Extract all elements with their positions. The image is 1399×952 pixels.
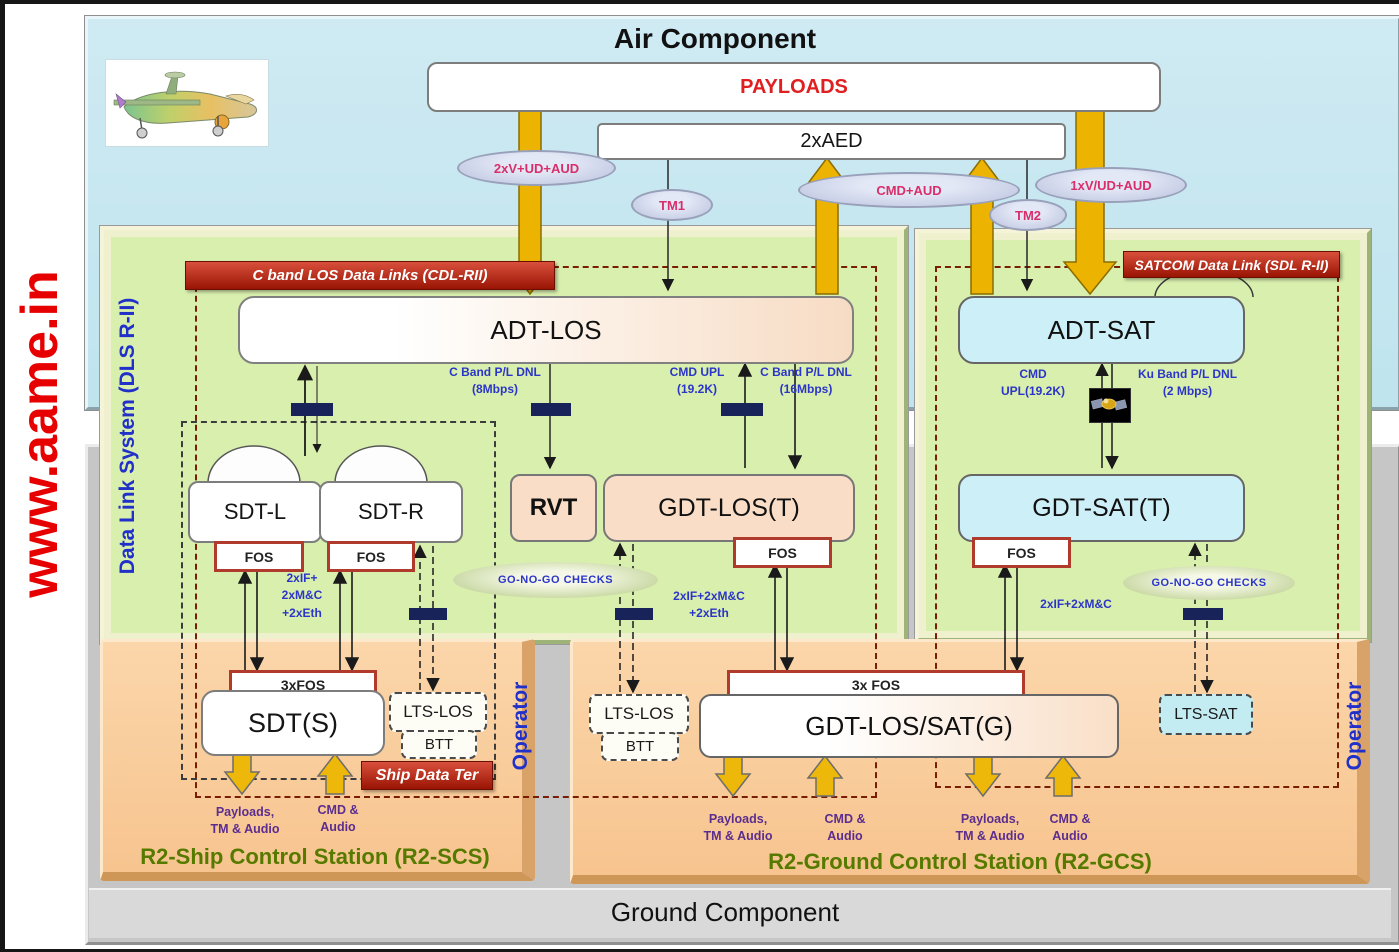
gcs-btt-box: BTT [601, 732, 679, 761]
gdt-sat-fos: FOS [972, 537, 1071, 568]
scs-btt-box: BTT [401, 730, 477, 759]
payloads-box: PAYLOADS [427, 62, 1161, 112]
video-downlink-bubble: 2xV+UD+AUD [457, 150, 616, 186]
sdt-r-box: SDT-R [319, 481, 463, 543]
sdt-l-fos: FOS [214, 541, 304, 572]
sdt-s-box: SDT(S) [201, 690, 385, 756]
cband-dnl16-label: C Band P/L DNL (16Mbps) [760, 365, 852, 397]
if-gdt-label: 2xIF+2xM&C +2xEth [673, 589, 745, 621]
gcs-cmd-audio-label-2: CMD & Audio [1049, 811, 1091, 844]
gcs-payloads-label-2: Payloads, TM & Audio [955, 811, 1025, 844]
if-ship-label: 2xIF+ 2xM&C +2xEth [281, 571, 323, 620]
gcs-lts-los-box: LTS-LOS [589, 694, 689, 734]
air-component-title: Air Component [613, 23, 817, 54]
r2-gcs-title: R2-Ground Control Station (R2-GCS) [768, 849, 1152, 874]
cmd-aud-bubble: CMD+AUD [798, 172, 1020, 208]
adt-sat-box: ADT-SAT [958, 296, 1245, 364]
scs-cmd-audio-label: CMD & Audio [317, 802, 359, 835]
gcs-payloads-label-1: Payloads, TM & Audio [703, 811, 773, 844]
ku-dnl-label: Ku Band P/L DNL (2 Mbps) [1137, 367, 1238, 399]
gdt-los-sat-g-box: GDT-LOS/SAT(G) [699, 694, 1119, 758]
scs-operator-label: Operator [509, 681, 532, 771]
cmd-upl-label: CMD UPL (19.2K) [669, 365, 725, 397]
go-no-go-ellipse-sdl: GO-NO-GO CHECKS [1123, 566, 1295, 600]
watermark: www.aame.in [11, 270, 69, 598]
tm1-bubble: TM1 [631, 189, 713, 221]
ground-bottom-bar [89, 888, 1391, 938]
cdl-rii-label: C band LOS Data Links (CDL-RII) [185, 261, 555, 290]
gdt-los-t-box: GDT-LOS(T) [603, 474, 855, 542]
sdt-l-box: SDT-L [188, 481, 322, 543]
lts-sat-box: LTS-SAT [1159, 694, 1253, 735]
sdl-rii-label: SATCOM Data Link (SDL R-II) [1123, 251, 1340, 278]
if-sat-label: 2xIF+2xM&C [1040, 597, 1112, 611]
scs-payloads-label: Payloads, TM & Audio [210, 804, 280, 837]
satellite-icon [1089, 388, 1131, 423]
gcs-operator-label: Operator [1343, 681, 1366, 771]
scs-lts-los-box: LTS-LOS [389, 692, 487, 732]
tm2-bubble: TM2 [989, 199, 1067, 231]
adt-los-box: ADT-LOS [238, 296, 854, 364]
r2-scs-title: R2-Ship Control Station (R2-SCS) [140, 844, 490, 869]
gdt-sat-t-box: GDT-SAT(T) [958, 474, 1245, 542]
ground-component-title: Ground Component [610, 896, 840, 927]
uav-image [105, 59, 269, 147]
go-no-go-ellipse-cdl: GO-NO-GO CHECKS [453, 562, 658, 598]
dls-side-label: Data Link System (DLS R-II) [116, 297, 139, 575]
sat-cmd-upl-label: CMD UPL(19.2K) [1000, 367, 1065, 399]
cband-dnl8-label: C Band P/L DNL (8Mbps) [449, 365, 541, 397]
rvt-box: RVT [510, 474, 597, 542]
gdt-los-fos: FOS [733, 537, 832, 568]
sat-video-downlink-bubble: 1xV/UD+AUD [1035, 167, 1187, 203]
ship-data-terminal-label: Ship Data Ter [361, 761, 493, 790]
aed-box: 2xAED [597, 123, 1066, 160]
payloads-label: PAYLOADS [740, 75, 848, 98]
gcs-cmd-audio-label-1: CMD & Audio [824, 811, 866, 844]
sdt-r-fos: FOS [327, 541, 415, 572]
